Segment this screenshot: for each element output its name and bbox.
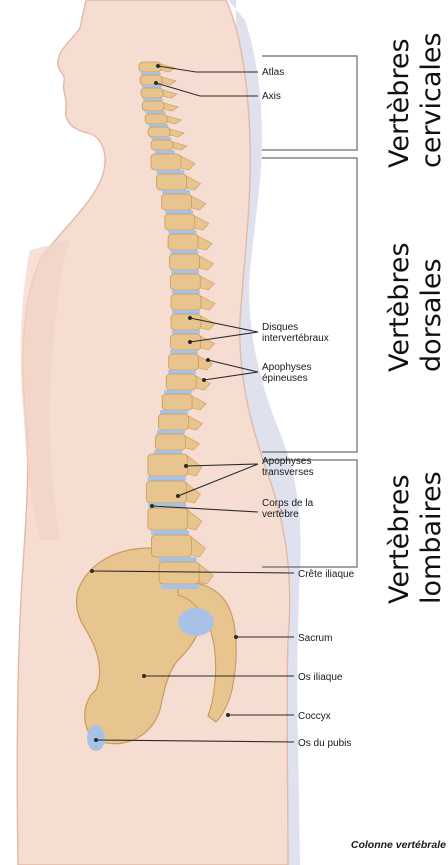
intervertebral-disc: [155, 150, 175, 154]
vertebra: [151, 535, 191, 557]
vertebra: [142, 101, 164, 111]
vertebra: [157, 174, 187, 190]
intervertebral-disc: [161, 584, 199, 589]
bracket-dorsal: [262, 158, 357, 452]
intervertebral-disc: [143, 98, 163, 101]
vertebra: [162, 394, 192, 410]
intervertebral-disc: [151, 137, 171, 140]
vertebra: [155, 434, 185, 450]
intervertebral-disc: [160, 410, 188, 414]
intervertebral-disc: [164, 390, 192, 394]
vertebra: [166, 374, 196, 390]
label-os-iliaque: Os iliaque: [298, 672, 343, 683]
label-atlas: Atlas: [262, 67, 284, 78]
vertebra: [146, 481, 186, 503]
label-sacrum: Sacrum: [298, 633, 332, 644]
vertebra: [169, 354, 199, 370]
label-axis: Axis: [262, 91, 281, 102]
vertebra: [171, 334, 201, 350]
vertebra: [171, 294, 201, 310]
figure-caption: Colonne vertébrale: [351, 839, 446, 851]
intervertebral-disc: [172, 310, 200, 314]
intervertebral-disc: [168, 230, 196, 234]
vertebra: [151, 140, 173, 150]
label-corps-vertebre: Corps de la vertèbre: [262, 498, 316, 520]
intervertebral-disc: [141, 72, 161, 75]
vertebra: [165, 214, 195, 230]
vertebra: [170, 274, 200, 290]
intervertebral-disc: [159, 557, 197, 562]
intervertebral-disc: [168, 370, 196, 374]
acetabulum-shape: [178, 608, 214, 636]
region-lumbar-label: Vertèbres lombaires: [384, 466, 447, 604]
vertebra: [141, 88, 163, 98]
intervertebral-disc: [148, 124, 168, 127]
vertebra: [148, 127, 170, 137]
label-apophyses-epineuses: Apophyses épineuses: [262, 362, 314, 384]
intervertebral-disc: [162, 190, 190, 194]
vertebra: [148, 508, 188, 530]
label-coccyx: Coccyx: [298, 711, 331, 722]
label-crete-iliaque: Crête iliaque: [298, 569, 355, 580]
label-os-pubis: Os du pubis: [298, 738, 351, 749]
intervertebral-disc: [172, 330, 200, 334]
vertebra: [159, 562, 199, 584]
region-dorsal-label: Vertèbres dorsales: [384, 234, 447, 372]
intervertebral-disc: [171, 270, 199, 274]
intervertebral-disc: [151, 530, 189, 535]
intervertebral-disc: [170, 250, 198, 254]
vertebra: [162, 194, 192, 210]
intervertebral-disc: [172, 290, 200, 294]
intervertebral-disc: [142, 85, 162, 88]
intervertebral-disc: [170, 350, 198, 354]
vertebra: [168, 234, 198, 250]
vertebra: [145, 114, 167, 124]
label-disques: Disques intervertébraux: [262, 322, 329, 344]
intervertebral-disc: [165, 210, 193, 214]
vertebra: [151, 154, 181, 170]
intervertebral-disc: [157, 430, 185, 434]
vertebra: [148, 454, 188, 476]
vertebra: [158, 414, 188, 430]
region-cervical-label: Vertèbres cervicales: [384, 30, 447, 168]
intervertebral-disc: [154, 450, 182, 454]
intervertebral-disc: [145, 111, 165, 114]
label-apophyses-transverses: Apophyses transverses: [262, 456, 314, 478]
intervertebral-disc: [156, 170, 184, 174]
vertebra: [171, 314, 201, 330]
vertebra: [170, 254, 200, 270]
intervertebral-disc: [148, 476, 186, 481]
